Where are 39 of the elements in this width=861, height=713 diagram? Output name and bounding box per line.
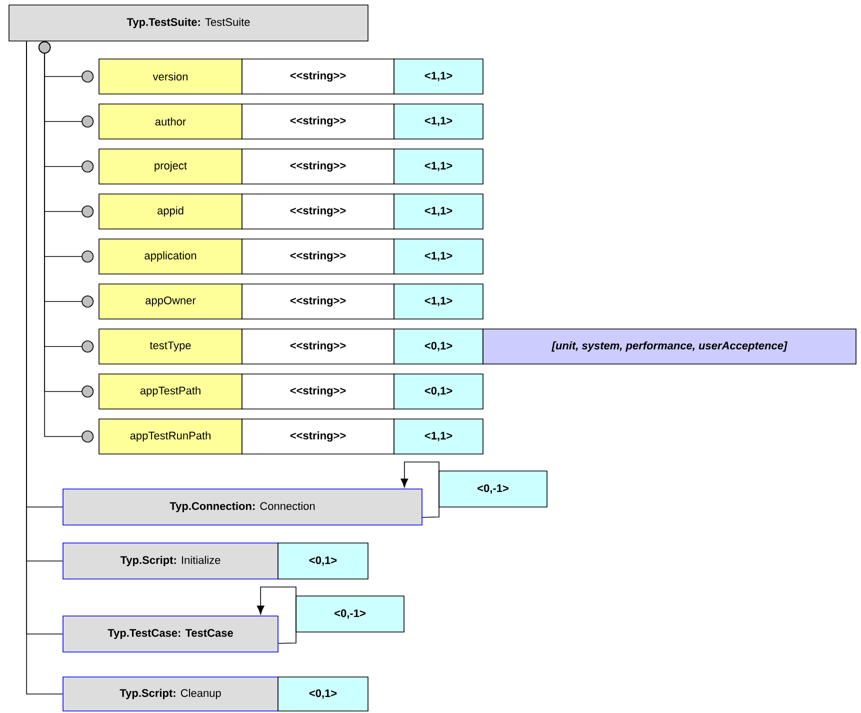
attribute-name-box: project — [98, 148, 242, 184]
type-box: <<string>> — [242, 284, 394, 320]
multiplicity-box: <1,1> — [394, 148, 484, 184]
type-box: <<string>> — [242, 374, 394, 410]
multiplicity-box: <0,-1> — [438, 470, 548, 508]
multiplicity-box: <0,1> — [394, 374, 484, 410]
multiplicity-box: <0,1> — [278, 542, 368, 580]
class-box: Typ.Connection: Connection — [62, 488, 422, 526]
attribute-name-box: author — [98, 104, 242, 140]
type-box: <<string>> — [242, 238, 394, 274]
multiplicity-box: <1,1> — [394, 284, 484, 320]
type-box: <<string>> — [242, 328, 394, 364]
attribute-name-box: appOwner — [98, 284, 242, 320]
attribute-name-box: appid — [98, 194, 242, 230]
attribute-name-box: testType — [98, 328, 242, 364]
multiplicity-box: <0,1> — [394, 328, 484, 364]
multiplicity-box: <0,1> — [278, 676, 368, 712]
self-loop-arrow — [256, 586, 296, 644]
self-loop-arrow — [400, 462, 440, 518]
attribute-name-box: version — [98, 58, 242, 94]
type-box: <<string>> — [242, 104, 394, 140]
attribute-name-box: appTestPath — [98, 374, 242, 410]
class-box: Typ.TestSuite: TestSuite — [8, 4, 368, 42]
enumeration-box: [unit, system, performance, userAcceptence] — [482, 328, 856, 364]
type-box: <<string>> — [242, 194, 394, 230]
multiplicity-box: <1,1> — [394, 238, 484, 274]
multiplicity-box: <1,1> — [394, 58, 484, 94]
multiplicity-box: <1,1> — [394, 104, 484, 140]
attribute-name-box: application — [98, 238, 242, 274]
class-box: Typ.TestCase: TestCase — [62, 616, 278, 652]
type-box: <<string>> — [242, 148, 394, 184]
type-box: <<string>> — [242, 418, 394, 454]
multiplicity-box: <1,1> — [394, 194, 484, 230]
class-box: Typ.Script: Initialize — [62, 542, 278, 580]
class-box: Typ.Script: Cleanup — [62, 676, 278, 712]
multiplicity-box: <0,-1> — [296, 596, 404, 632]
type-box: <<string>> — [242, 58, 394, 94]
attribute-name-box: appTestRunPath — [98, 418, 242, 454]
multiplicity-box: <1,1> — [394, 418, 484, 454]
